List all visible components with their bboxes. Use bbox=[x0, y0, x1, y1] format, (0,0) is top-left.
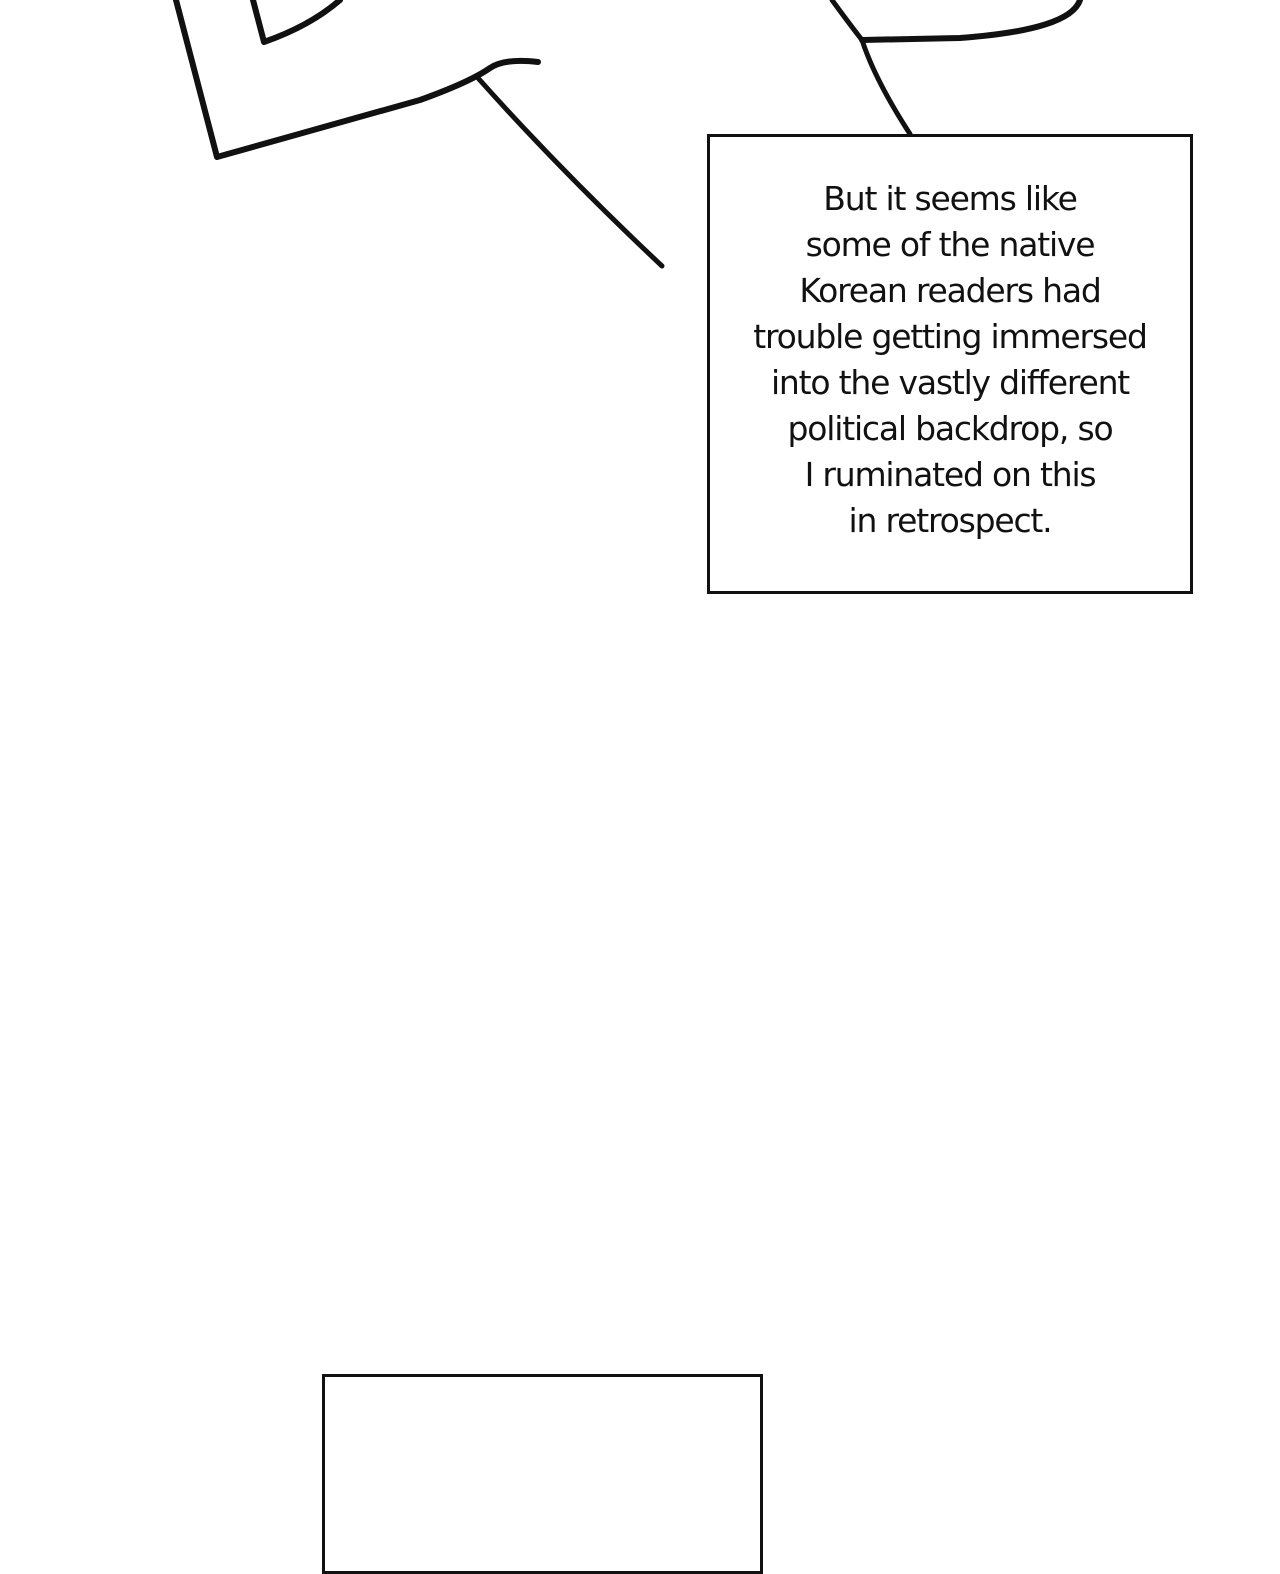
caption-box: But it seems like some of the native Kor… bbox=[707, 134, 1193, 594]
caption-box-partial bbox=[322, 1374, 763, 1574]
outline-stroke bbox=[829, 0, 913, 137]
line-art-drawing bbox=[173, 0, 1083, 269]
caption-text: But it seems like some of the native Kor… bbox=[753, 179, 1148, 540]
outline-stroke bbox=[475, 75, 665, 269]
outline-stroke bbox=[173, 0, 541, 160]
outline-stroke bbox=[859, 0, 1083, 43]
outline-stroke bbox=[250, 0, 343, 45]
